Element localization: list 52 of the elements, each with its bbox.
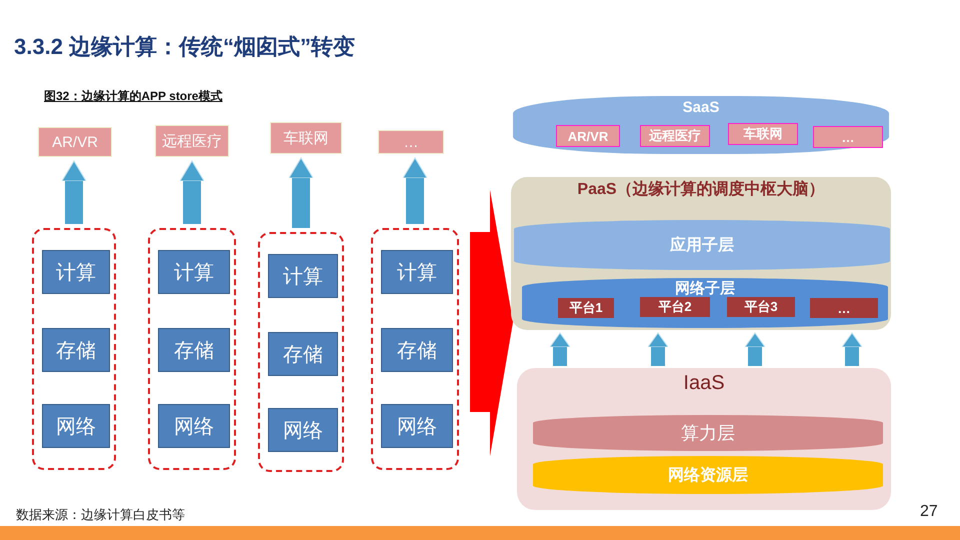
app-box: AR/VR [38, 127, 112, 157]
app-box: 车联网 [728, 123, 798, 145]
block-arrow [550, 332, 570, 366]
app-box: 远程医疗 [640, 125, 710, 147]
layer-title: SaaS [682, 99, 720, 117]
source-note: 数据来源：边缘计算白皮书等 [16, 506, 185, 524]
resource-box: 计算 [158, 250, 230, 294]
dashed-group-box [32, 228, 116, 470]
app-box: … [378, 130, 444, 154]
app-box: 车联网 [270, 122, 342, 154]
block-arrow [402, 158, 428, 224]
platform-box: 平台1 [558, 298, 614, 318]
platform-box: 平台3 [727, 297, 795, 317]
iaas-layer [517, 368, 891, 510]
dashed-group-box [148, 228, 236, 470]
layer-title: IaaS [683, 371, 725, 395]
resource-box: 计算 [381, 250, 453, 294]
page-number: 27 [920, 503, 938, 521]
platform-box: 平台2 [640, 297, 710, 317]
block-arrow [744, 332, 766, 366]
block-arrow [842, 332, 862, 366]
block-arrow [288, 158, 314, 228]
app-box: AR/VR [556, 125, 620, 147]
block-arrow [62, 160, 86, 224]
application-sublayer: 应用子层 [514, 220, 890, 270]
paas-layer [511, 177, 891, 330]
saas-layer [513, 96, 889, 154]
resource-box: 计算 [268, 254, 338, 298]
compute-layer: 算力层 [533, 415, 883, 451]
dashed-group-box [371, 228, 459, 470]
resource-box: 网络 [381, 404, 453, 448]
resource-box: 存储 [381, 328, 453, 372]
app-box: 远程医疗 [155, 125, 229, 157]
resource-box: 网络 [268, 408, 338, 452]
app-box: … [813, 126, 883, 148]
layer-title: 网络子层 [675, 280, 735, 298]
resource-box: 网络 [42, 404, 110, 448]
block-arrow [648, 332, 668, 366]
network-resource-layer: 网络资源层 [533, 456, 883, 494]
slide-title: 3.3.2 边缘计算：传统“烟囱式”转变 [14, 33, 356, 61]
layer-title: PaaS（边缘计算的调度中枢大脑） [577, 180, 825, 200]
platform-box: … [810, 298, 878, 318]
resource-box: 存储 [158, 328, 230, 372]
resource-box: 存储 [268, 332, 338, 376]
dashed-group-box [258, 232, 344, 472]
resource-box: 存储 [42, 328, 110, 372]
block-arrow [180, 160, 204, 224]
resource-box: 网络 [158, 404, 230, 448]
figure-caption: 图32：边缘计算的APP store模式 [44, 88, 222, 105]
network-sublayer [522, 278, 888, 328]
block-arrow [470, 190, 513, 456]
resource-box: 计算 [42, 250, 110, 294]
